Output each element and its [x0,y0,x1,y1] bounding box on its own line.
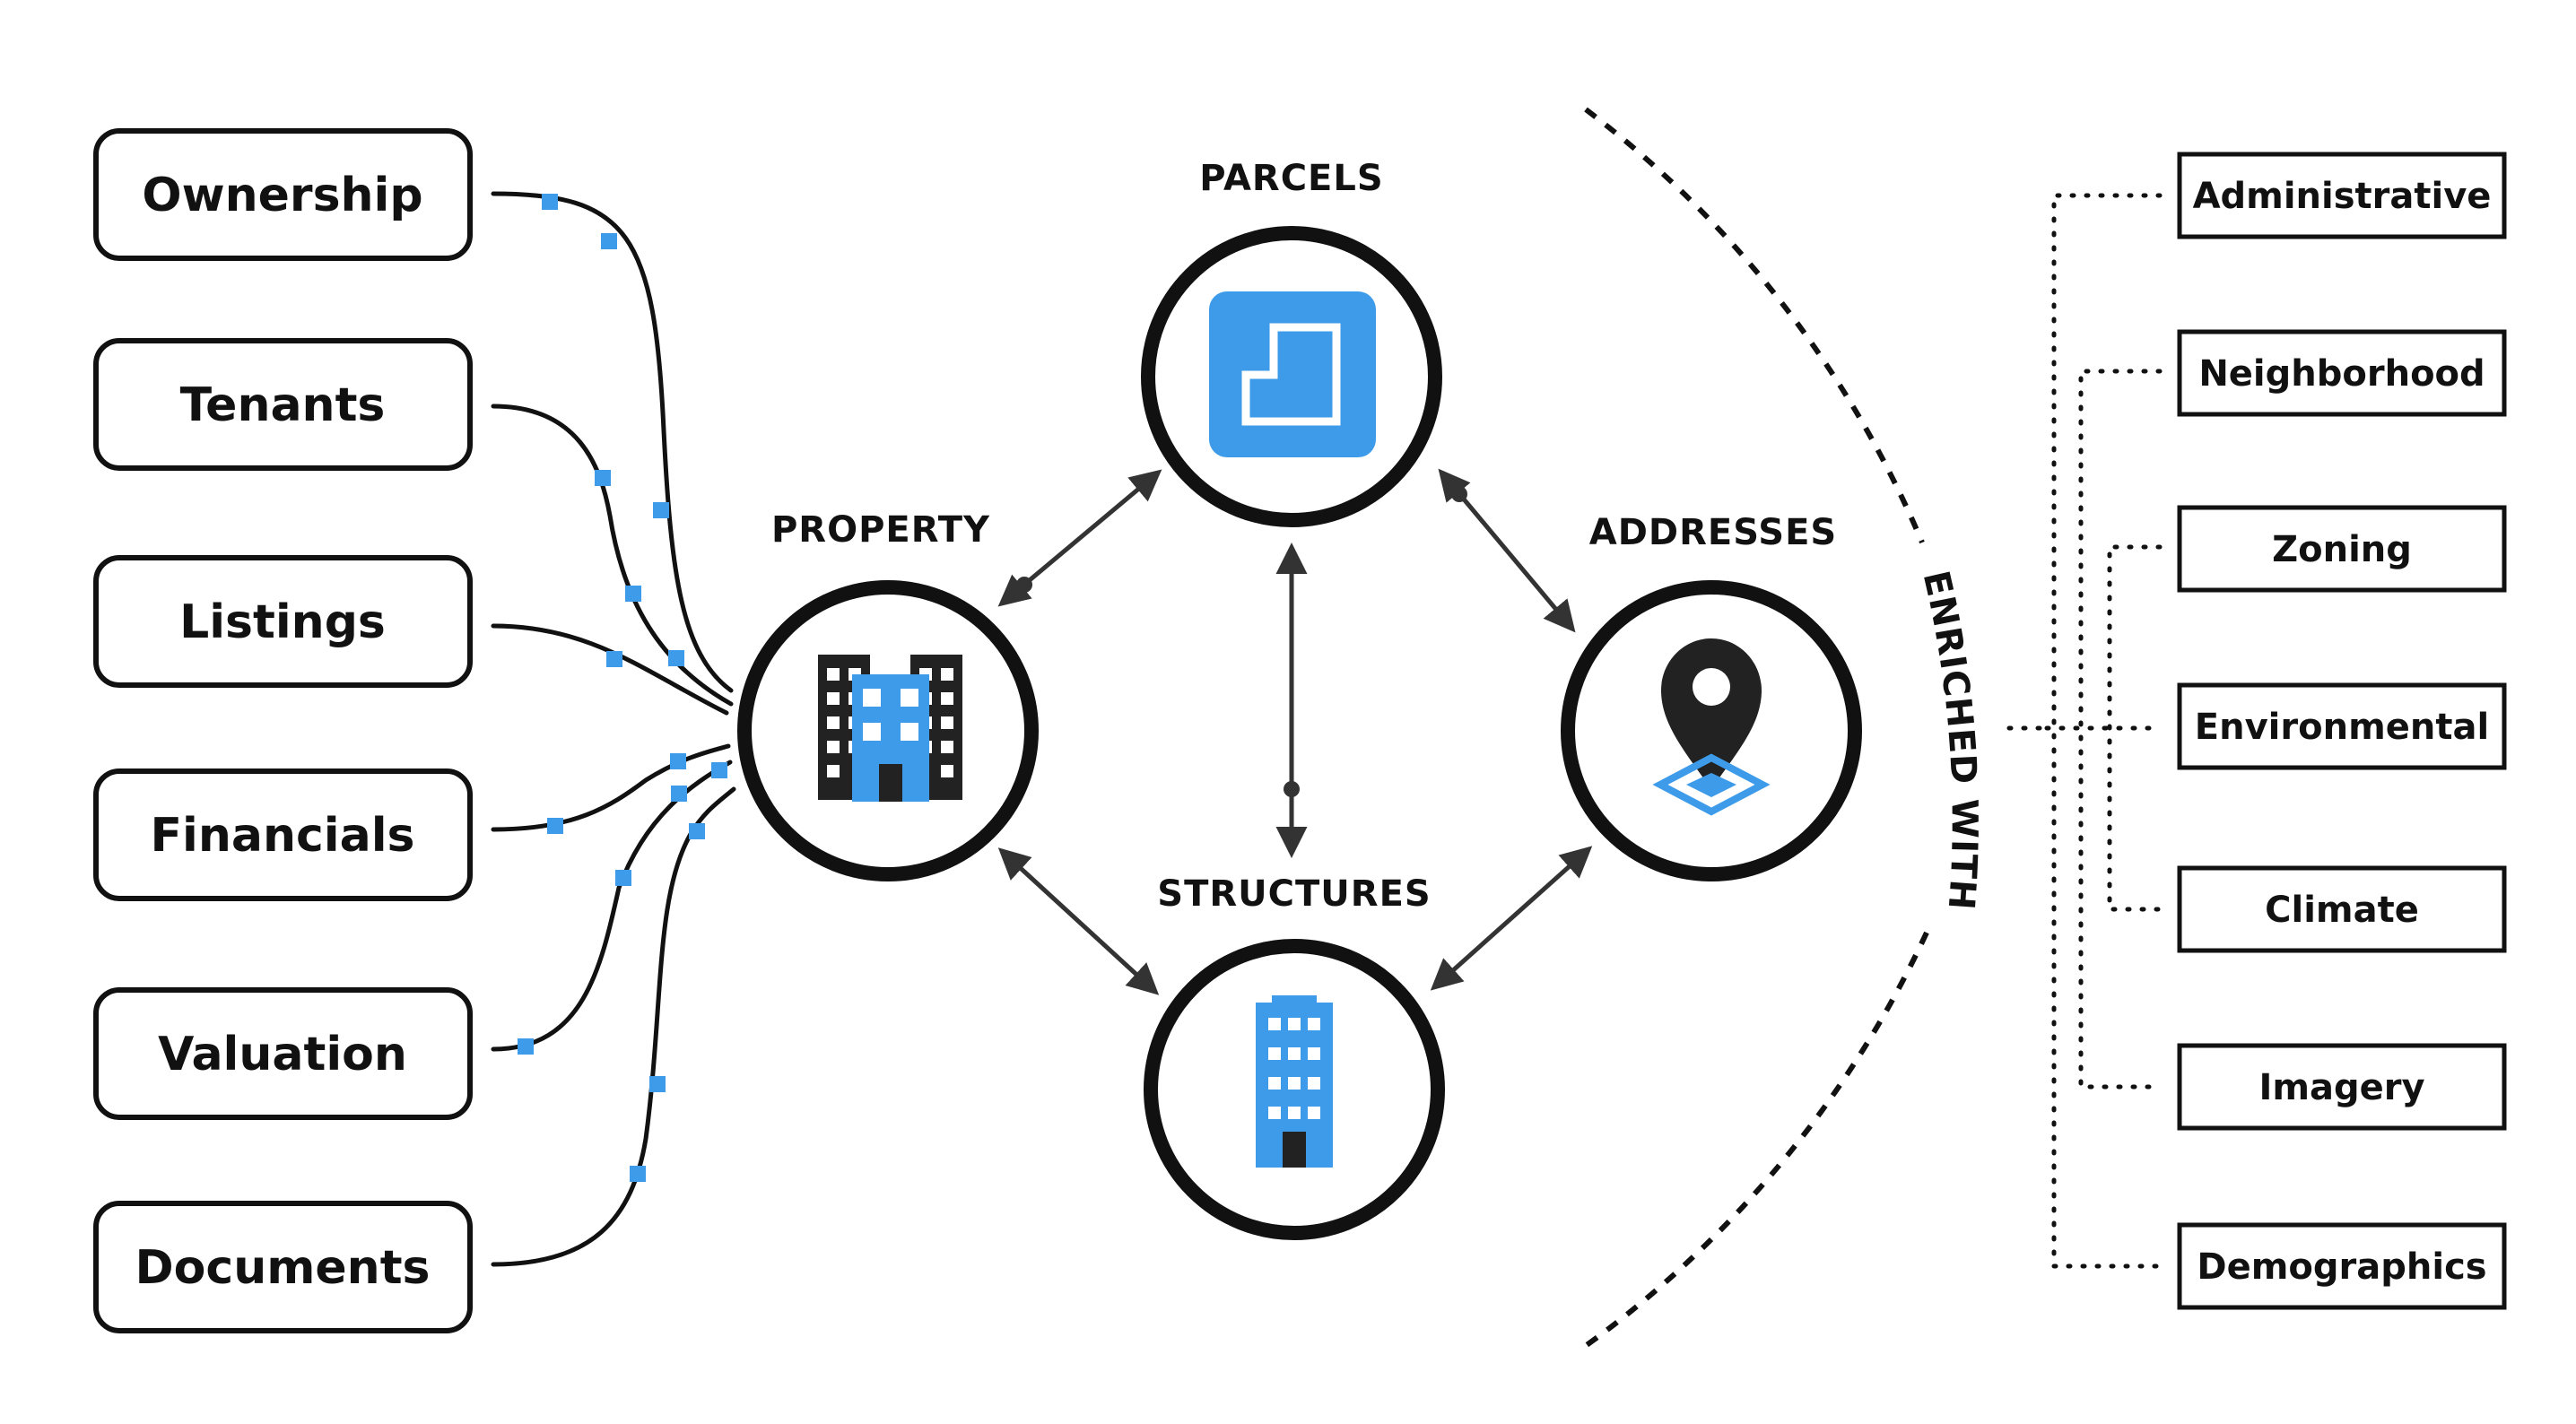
relationship-arrows [997,468,1593,995]
node-property[interactable]: PROPERTY [737,509,1039,881]
marker [518,1038,534,1055]
buildings-icon [818,655,962,802]
right-box-neighborhood[interactable]: Neighborhood [2177,329,2507,417]
node-title-parcels: PARCELS [1199,158,1383,199]
left-box-label: Documents [135,1241,430,1295]
right-connectors [2006,193,2163,1269]
right-box-climate[interactable]: Climate [2177,865,2507,953]
right-box-label: Administrative [2193,176,2492,217]
left-box-label: Tenants [180,378,386,432]
left-box-valuation[interactable]: Valuation [93,987,473,1120]
marker [689,823,705,839]
enriched-arc-bottom [1579,931,1929,1352]
map-pin-icon [1652,638,1771,816]
node-structures[interactable]: STRUCTURES [1144,873,1445,1240]
left-connectors [491,191,736,1267]
right-box-label: Demographics [2197,1246,2486,1288]
node-title-structures: STRUCTURES [1157,873,1431,915]
left-box-label: Listings [179,595,386,649]
marker [606,651,622,667]
right-box-label: Zoning [2272,529,2412,570]
marker [668,650,684,666]
marker [595,470,611,486]
right-box-label: Climate [2265,890,2419,931]
left-box-label: Ownership [142,169,422,222]
marker [630,1166,646,1182]
right-box-administrative[interactable]: Administrative [2177,152,2507,239]
left-box-documents[interactable]: Documents [93,1201,473,1333]
marker [670,753,686,769]
enriched-with-label: ENRICHED WITH [1915,567,1985,912]
left-box-listings[interactable]: Listings [93,555,473,688]
enriched-arc-top [1584,107,1925,544]
arrow-dots [1016,486,1467,797]
connector-neighborhood [2078,369,2163,1090]
marker [711,762,727,778]
arrow-dot [1284,781,1300,797]
connector-ownership [491,191,734,693]
marker [547,818,563,834]
right-box-zoning[interactable]: Zoning [2177,505,2507,593]
marker [601,233,617,249]
right-box-label: Neighborhood [2198,353,2485,395]
right-box-imagery[interactable]: Imagery [2177,1043,2507,1131]
left-box-label: Valuation [158,1028,407,1081]
marker [653,502,669,518]
connector-documents [491,786,736,1267]
building-icon [1256,995,1333,1168]
marker [649,1076,666,1092]
node-title-addresses: ADDRESSES [1589,512,1837,553]
parcel-icon [1209,291,1376,457]
arrow-addresses-structures [1430,846,1593,991]
right-box-label: Imagery [2258,1067,2424,1108]
arrow-property-structures [997,847,1160,995]
right-box-label: Environmental [2195,707,2489,748]
node-addresses[interactable]: ADDRESSES [1561,512,1862,881]
arrow-dot [1451,486,1467,502]
node-title-property: PROPERTY [771,509,990,551]
marker [615,870,631,886]
connector-valuation [491,760,733,1052]
node-parcels[interactable]: PARCELS [1141,158,1442,527]
marker [671,786,687,802]
connector-zoning [2107,544,2163,912]
enriched-arc [1579,107,1929,1352]
connector-administrative [2051,193,2163,1269]
arrow-dot [1016,577,1032,593]
left-box-tenants[interactable]: Tenants [93,338,473,471]
marker [625,586,641,602]
connector-markers [518,194,727,1182]
right-box-environmental[interactable]: Environmental [2177,682,2507,770]
right-box-demographics[interactable]: Demographics [2177,1222,2507,1310]
left-box-label: Financials [151,809,415,863]
marker [542,194,558,210]
left-box-ownership[interactable]: Ownership [93,128,473,261]
left-box-financials[interactable]: Financials [93,768,473,901]
